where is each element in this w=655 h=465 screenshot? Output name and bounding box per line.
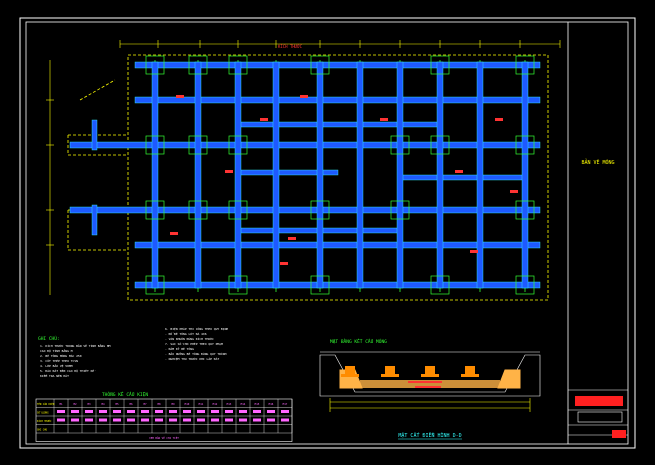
footing-table-header-cell: M12 xyxy=(213,402,218,406)
footing-table-size-mark xyxy=(239,418,247,422)
note-line: 4. LỚP BẢO VỆ 50MM xyxy=(40,363,73,368)
footing-table-count-mark xyxy=(169,410,177,413)
note-line: 2. BÊ TÔNG MÓNG MÁC 250 xyxy=(40,353,82,358)
footing-table-size-mark xyxy=(197,418,205,422)
footing-table-header-cell: M1 xyxy=(59,402,63,406)
footing-table-count-mark xyxy=(197,410,205,413)
footing-table-count-mark xyxy=(57,410,65,413)
notes-title: GHI CHÚ: xyxy=(38,335,60,342)
footing-table-header-cell: M7 xyxy=(143,402,147,406)
footing-table-header-cell: M3 xyxy=(87,402,91,406)
footing-table-size-mark xyxy=(169,418,177,422)
title-block-box xyxy=(577,411,623,423)
note-line: - VÁN KHUÔN ĐÚNG KÍCH THƯỚC xyxy=(165,336,214,341)
footing-table-size-mark xyxy=(141,418,149,422)
footing-table-row-label: SỐ LƯỢNG xyxy=(37,412,49,415)
note-line: CAO ĐỘ TÍNH BẰNG M xyxy=(40,348,73,353)
footing-table-size-mark xyxy=(211,418,219,422)
footing-table-title: THỐNG KÊ CẤU KIỆN xyxy=(102,390,148,398)
footing-table-count-mark xyxy=(281,410,289,413)
title-block-text: BẢN VẼ MÓNG xyxy=(581,158,614,166)
footing-table-count-mark xyxy=(71,410,79,413)
footing-table-count-mark xyxy=(141,410,149,413)
top-dimension-chain xyxy=(119,40,561,48)
footing-table-header-cell: M4 xyxy=(101,402,105,406)
footing-table-footer-text: XEM BẢN VẼ CHI TIẾT xyxy=(149,435,179,440)
footing-table-count-mark xyxy=(183,410,191,413)
note-line: - NGHIỆM THU TRƯỚC KHI LẤP ĐẤT xyxy=(165,356,219,361)
footing-table-size-mark xyxy=(267,418,275,422)
footing-table-size-mark xyxy=(57,418,65,422)
note-line: 3. CỐT THÉP THEO TCVN xyxy=(40,358,78,363)
footing-table-row-label: GHI CHÚ xyxy=(37,429,48,432)
footing-table-header-cell: M16 xyxy=(269,402,274,406)
section-title: MẶT CẮT ĐIỂN HÌNH D-D xyxy=(398,431,461,439)
footing-table-header-cell: M11 xyxy=(199,402,204,406)
footing-table-count-mark xyxy=(253,410,261,413)
footing-pads xyxy=(145,55,535,295)
footing-table-size-mark xyxy=(253,418,261,422)
footing-table-size-mark xyxy=(225,418,233,422)
footing-table-header-cell: M8 xyxy=(157,402,161,406)
footing-table-header-cell: M9 xyxy=(171,402,175,406)
note-line: - ĐỔ BÊ TÔNG LÓT ĐÁ 4X6 xyxy=(165,331,207,336)
footing-table-count-mark xyxy=(85,410,93,413)
footing-table-size-mark xyxy=(155,418,163,422)
footing-table-size-mark xyxy=(85,418,93,422)
note-line: - BẢO DƯỠNG BÊ TÔNG ĐÚNG QUY TRÌNH xyxy=(165,351,227,356)
footing-table-size-mark xyxy=(281,418,289,422)
footing-table-count-mark xyxy=(225,410,233,413)
section-dd xyxy=(319,351,541,412)
footing-table-header-cell: M10 xyxy=(185,402,190,406)
footing-table-count-mark xyxy=(113,410,121,413)
note-line: - ĐẦM KỸ BÊ TÔNG xyxy=(165,346,194,351)
note-line: 5. ĐÀO ĐẤT ĐẾN CAO ĐỘ THIẾT KẾ xyxy=(40,368,96,373)
notes-left: 1. KÍCH THƯỚC TRONG BẢN VẼ TÍNH BẰNG MM … xyxy=(40,343,111,378)
footing-table-row-label: KÍCH THƯỚC xyxy=(37,420,52,423)
footing-table-header-cell: M15 xyxy=(255,402,260,406)
footing-table-header-cell: M5 xyxy=(115,402,119,406)
footing-table-header-cell: M17 xyxy=(283,402,288,406)
footing-table-size-mark xyxy=(127,418,135,422)
footing-table-size-mark xyxy=(183,418,191,422)
footing-table-header-cell: M13 xyxy=(227,402,232,406)
footing-table-size-mark xyxy=(113,418,121,422)
note-line: 1. KÍCH THƯỚC TRONG BẢN VẼ TÍNH BẰNG MM xyxy=(40,343,111,348)
footing-table: TÊN CẤU KIỆN SỐ LƯỢNG KÍCH THƯỚC GHI CHÚ M1 M… xyxy=(35,398,293,442)
foundation-beams-vertical xyxy=(91,61,529,289)
top-dimension-label: KÍCH THƯỚC xyxy=(278,44,303,49)
sheet-border-inner xyxy=(25,21,629,445)
notes-right: 6. BIỆN PHÁP THI CÔNG THEO QUY ĐỊNH - ĐỔ… xyxy=(165,326,228,361)
footing-table-size-mark xyxy=(71,418,79,422)
footing-table-size-mark xyxy=(99,418,107,422)
sheet-border-outer xyxy=(19,17,636,449)
note-line: KIỂM TRA NỀN ĐẤT xyxy=(40,373,69,378)
footing-table-count-mark xyxy=(99,410,107,413)
note-line: 7. SAI SỐ CHO PHÉP THEO QUY PHẠM xyxy=(165,341,223,346)
footing-table-count-mark xyxy=(239,410,247,413)
footing-table-count-mark xyxy=(267,410,275,413)
title-block-red-tag xyxy=(612,430,626,438)
footing-table-count-mark xyxy=(155,410,163,413)
note-line: 6. BIỆN PHÁP THI CÔNG THEO QUY ĐỊNH xyxy=(165,326,228,331)
beam-labels xyxy=(170,95,518,265)
footing-table-count-mark xyxy=(211,410,219,413)
left-dimension-chain xyxy=(46,60,54,295)
title-block-red-stamp xyxy=(575,396,623,406)
footing-plan-title: MẶT BẰNG KẾT CẤU MÓNG xyxy=(330,337,387,345)
footing-table-row-label: TÊN CẤU KIỆN xyxy=(37,403,55,406)
footing-table-header-cell: M6 xyxy=(129,402,133,406)
footing-table-header-cell: M2 xyxy=(73,402,77,406)
footing-table-count-mark xyxy=(127,410,135,413)
footing-table-header-cell: M14 xyxy=(241,402,246,406)
